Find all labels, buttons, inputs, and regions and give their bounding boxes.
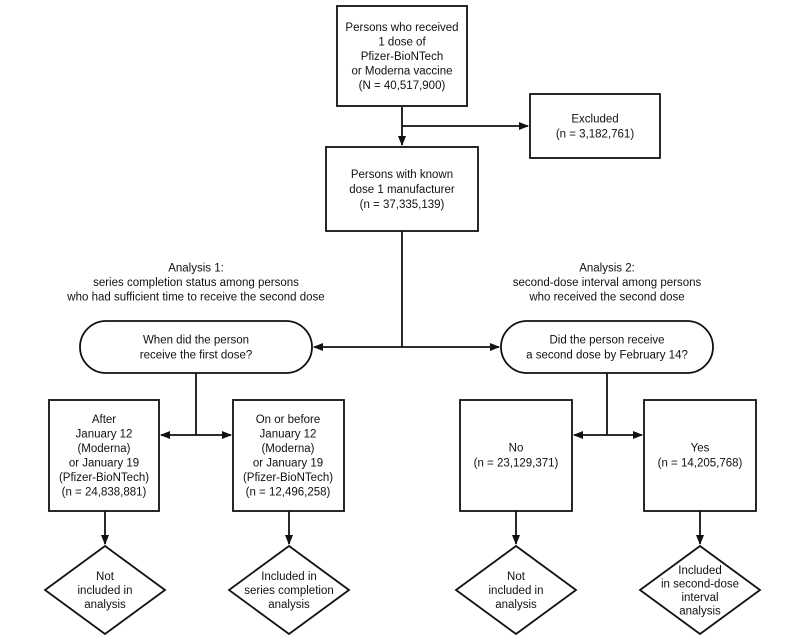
text-line: Included in — [261, 571, 317, 583]
received-dose1-label: Persons who received 1 dose of Pfizer-BioN… — [345, 22, 458, 92]
text-line: (Pfizer-BioNTech) — [59, 472, 149, 484]
text-line: On or before — [256, 414, 321, 426]
text-line: who received the second dose — [528, 292, 684, 304]
yes-second-dose-label: Yes (n = 14,205,768) — [658, 443, 743, 470]
text-line: or January 19 — [69, 457, 139, 469]
text-line: January 12 — [76, 428, 133, 440]
text-line: (n = 37,335,139) — [360, 199, 445, 211]
flow-edges — [101, 107, 704, 545]
text-line: (Pfizer-BioNTech) — [243, 472, 333, 484]
text-line: Yes — [691, 443, 710, 455]
second-dose-question-label: Did the person receive a second dose by F… — [526, 335, 688, 362]
node-not-included-2: Not included in analysis — [454, 544, 578, 636]
node-first-dose-question: When did the person receive the first dos… — [79, 320, 313, 374]
text-line: analysis — [495, 599, 537, 611]
excluded-label: Excluded (n = 3,182,761) — [556, 114, 634, 141]
node-no-second-dose: No (n = 23,129,371) — [459, 399, 573, 512]
analysis2-heading: Analysis 2: second-dose interval among pe… — [513, 263, 702, 304]
text-line: Not — [507, 571, 526, 583]
text-line: analysis — [268, 599, 310, 611]
text-line: 1 dose of — [378, 37, 426, 49]
text-line: included in — [489, 585, 544, 597]
text-line: Pfizer-BioNTech — [361, 51, 443, 63]
text-line: in second-dose — [661, 578, 739, 590]
text-line: (N = 40,517,900) — [359, 80, 446, 92]
text-line: (n = 12,496,258) — [246, 486, 331, 498]
text-line: second-dose interval among persons — [513, 277, 702, 289]
text-line: Persons with known — [351, 169, 453, 181]
text-line: analysis — [679, 605, 721, 617]
text-line: (n = 23,129,371) — [474, 458, 559, 470]
text-line: (n = 24,838,881) — [62, 486, 147, 498]
known-manufacturer-label: Persons with known dose 1 manufacturer (n … — [349, 169, 455, 211]
text-line: interval — [681, 592, 718, 604]
text-line: who had sufficient time to receive the s… — [66, 292, 324, 304]
included-series-label: Included in series completion analysis — [244, 571, 333, 611]
text-line: Analysis 2: — [579, 263, 635, 275]
text-line: a second dose by February 14? — [526, 350, 688, 362]
analysis1-heading: Analysis 1: series completion status amon… — [66, 263, 324, 304]
not-included-2-label: Not included in analysis — [489, 571, 544, 611]
text-line: (Moderna) — [77, 443, 130, 455]
text-line: receive the first dose? — [140, 350, 253, 362]
text-line: When did the person — [143, 335, 249, 347]
text-line: (Moderna) — [261, 443, 314, 455]
text-line: or January 19 — [253, 457, 323, 469]
text-line: January 12 — [260, 428, 317, 440]
text-line: dose 1 manufacturer — [349, 184, 455, 196]
text-line: or Moderna vaccine — [352, 66, 453, 78]
node-included-series: Included in series completion analysis — [227, 544, 351, 636]
node-second-dose-question: Did the person receive a second dose by F… — [500, 320, 714, 374]
text-line: After — [92, 414, 116, 426]
text-line: series completion — [244, 585, 333, 597]
not-included-1-label: Not included in analysis — [78, 571, 133, 611]
node-not-included-1: Not included in analysis — [43, 544, 167, 636]
text-line: Persons who received — [345, 22, 458, 34]
text-line: Included — [678, 565, 721, 577]
text-line: Did the person receive — [549, 335, 664, 347]
node-known-manufacturer: Persons with known dose 1 manufacturer (n … — [325, 146, 479, 232]
text-line: analysis — [84, 599, 126, 611]
text-line: (n = 3,182,761) — [556, 129, 634, 141]
text-line: Not — [96, 571, 115, 583]
node-excluded: Excluded (n = 3,182,761) — [529, 93, 661, 159]
no-second-dose-label: No (n = 23,129,371) — [474, 443, 559, 470]
node-yes-second-dose: Yes (n = 14,205,768) — [643, 399, 757, 512]
text-line: included in — [78, 585, 133, 597]
text-line: No — [509, 443, 524, 455]
node-received-dose1: Persons who received 1 dose of Pfizer-BioN… — [336, 5, 468, 107]
text-line: (n = 14,205,768) — [658, 458, 743, 470]
text-line: Excluded — [571, 114, 618, 126]
text-line: Analysis 1: — [168, 263, 224, 275]
first-dose-question-label: When did the person receive the first dos… — [140, 335, 253, 362]
text-line: series completion status among persons — [93, 277, 299, 289]
